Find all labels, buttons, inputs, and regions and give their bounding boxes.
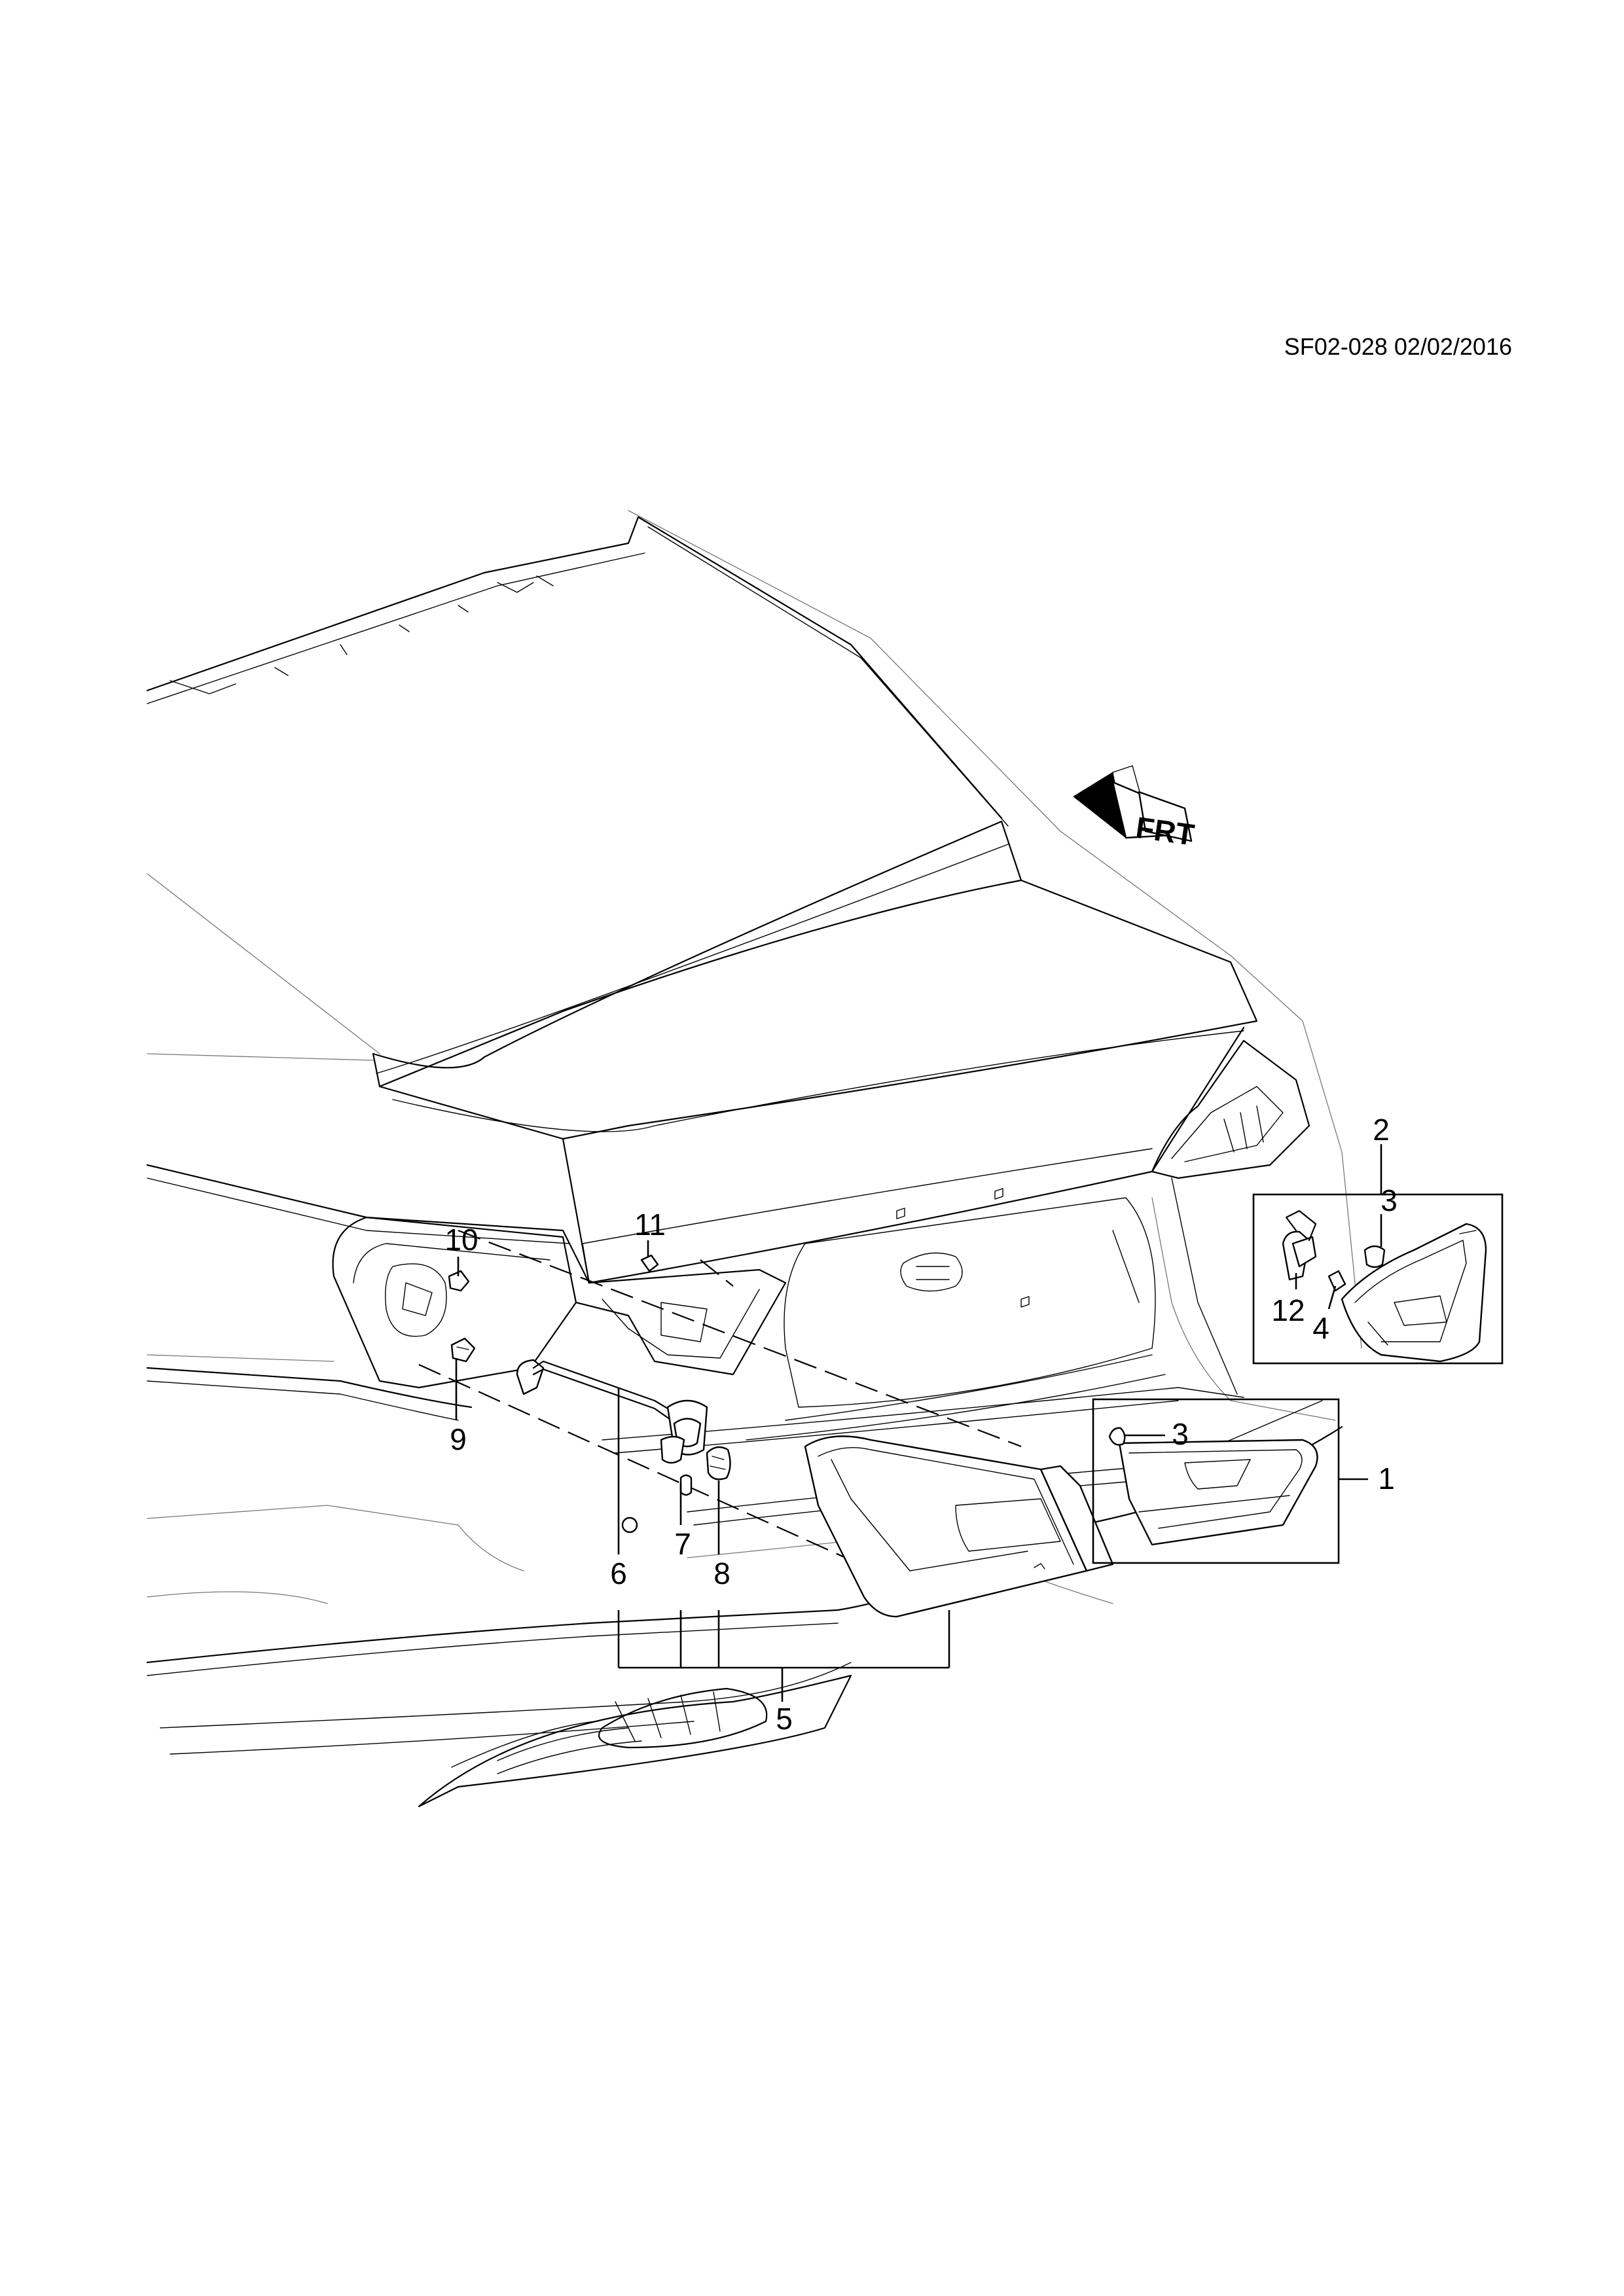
callout-4: 4 <box>1312 1311 1329 1345</box>
callout-3-lower: 3 <box>1172 1417 1189 1451</box>
callout-8: 8 <box>713 1556 731 1590</box>
callout-6: 6 <box>610 1556 627 1590</box>
callout-12: 12 <box>1271 1293 1305 1327</box>
part-11-clip <box>640 1254 659 1272</box>
part-8-bulb <box>706 1446 731 1480</box>
assembly-lines <box>418 1229 1022 1585</box>
part-7-bulb <box>679 1474 693 1496</box>
callout-5: 5 <box>776 1702 793 1736</box>
part-5-tail-lamp-outer <box>804 1435 1114 1618</box>
front-direction-marker: FRT <box>1073 765 1197 852</box>
part-9-nut <box>450 1337 476 1363</box>
callouts: 1 2 3 3 4 5 6 7 8 9 10 11 12 <box>444 1113 1397 1736</box>
document-reference: SF02-028 02/02/2016 <box>1284 333 1512 360</box>
part-2-box <box>1252 1193 1504 1365</box>
callout-10: 10 <box>444 1223 478 1257</box>
part-1-box <box>1092 1398 1340 1564</box>
vehicle-rear-body <box>146 510 1362 1808</box>
leader-lines <box>455 1144 1382 1702</box>
front-direction-label: FRT <box>1134 810 1197 852</box>
callout-3-upper: 3 <box>1380 1183 1398 1217</box>
callout-11: 11 <box>634 1208 666 1242</box>
callout-2: 2 <box>1373 1113 1390 1147</box>
callout-1: 1 <box>1378 1462 1395 1496</box>
callout-9: 9 <box>450 1422 467 1456</box>
part-6-harness <box>516 1359 708 1534</box>
callout-7: 7 <box>674 1527 691 1561</box>
